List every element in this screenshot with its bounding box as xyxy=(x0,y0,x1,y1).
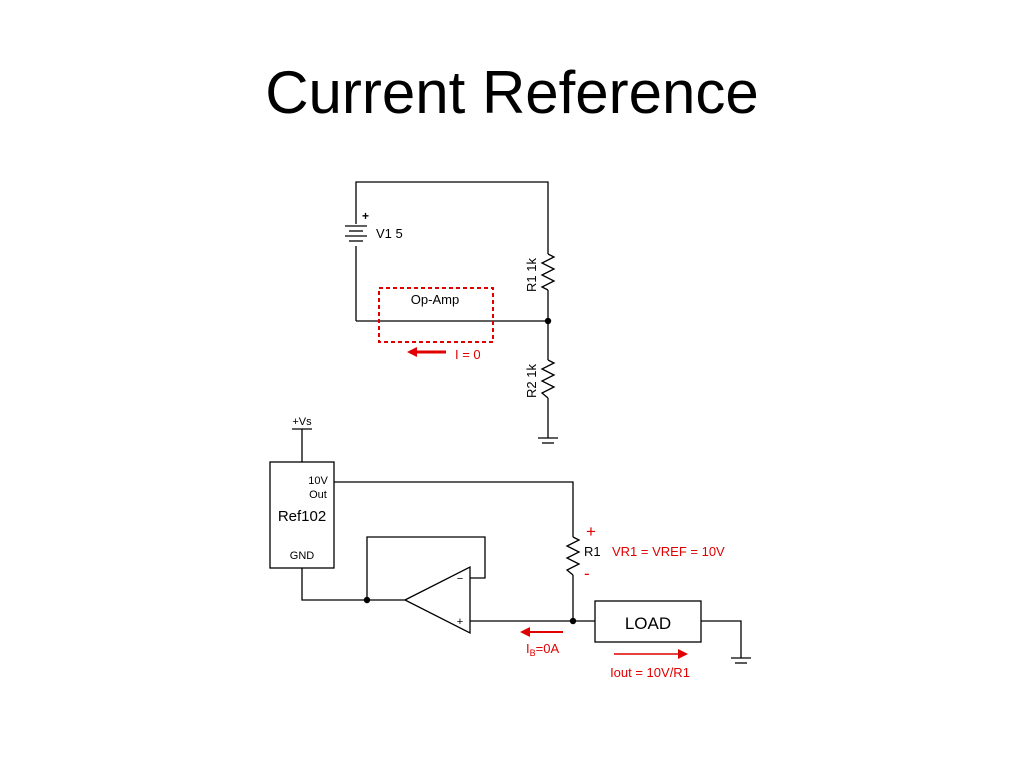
ground-icon-bottom xyxy=(731,657,751,664)
opamp-plus-label: + xyxy=(457,616,463,628)
ib-value: =0A xyxy=(536,641,560,656)
resistor-r1-bottom-icon xyxy=(565,536,581,576)
ground-icon-top xyxy=(538,437,558,444)
ref-gnd-label: GND xyxy=(290,550,315,562)
supply-label: +Vs xyxy=(292,416,312,428)
ref-name: Ref102 xyxy=(278,508,326,525)
ref-out-line1: 10V xyxy=(308,475,328,487)
resistor-r1-bottom-label: R1 xyxy=(584,544,601,559)
wire-ref-out-to-r1 xyxy=(334,481,574,537)
opamp-minus-label: − xyxy=(457,573,463,585)
resistor-r2-label: R2 1k xyxy=(524,364,539,398)
load-box xyxy=(594,600,702,643)
opamp-triangle-icon xyxy=(403,565,471,635)
ref-out-line2: Out xyxy=(309,489,327,501)
current-annotation: I = 0 xyxy=(455,347,481,362)
bottom-circuit: +Vs 10V Out Ref102 GND − + + R1 - VR1 = … xyxy=(269,416,751,680)
junction-dot-load xyxy=(569,617,577,625)
ib-subscript: B xyxy=(530,648,536,658)
r1-plus-label: + xyxy=(586,522,596,541)
ib-annotation: IB=0A xyxy=(526,641,559,658)
slide-title: Current Reference xyxy=(265,59,759,126)
r1-minus-label: - xyxy=(584,564,590,583)
load-label: LOAD xyxy=(625,614,671,633)
vr1-equation: VR1 = VREF = 10V xyxy=(612,544,725,559)
wire-top-loop xyxy=(355,181,549,254)
junction-dot-top xyxy=(544,317,552,325)
opamp-box-label: Op-Amp xyxy=(411,292,459,307)
resistor-r1-top-label: R1 1k xyxy=(524,258,539,292)
battery-polarity-label: + xyxy=(362,209,369,223)
resistor-r1-top-icon xyxy=(540,253,556,291)
wire-ref-gnd-to-node xyxy=(301,568,405,601)
ib-main: I xyxy=(526,641,530,656)
ref102-chip xyxy=(269,461,335,569)
wire-load-to-ground xyxy=(701,620,742,658)
battery-icon xyxy=(345,225,367,242)
opamp-highlight-box xyxy=(378,287,494,343)
junction-dot-gnd xyxy=(363,596,371,604)
battery-label: V1 5 xyxy=(376,226,403,241)
top-circuit: + V1 5 R1 1k R2 1k Op-Amp I = 0 xyxy=(345,181,558,444)
iout-equation: Iout = 10V/R1 xyxy=(610,665,690,680)
resistor-r2-icon xyxy=(540,359,556,399)
wire-feedback xyxy=(366,536,486,600)
